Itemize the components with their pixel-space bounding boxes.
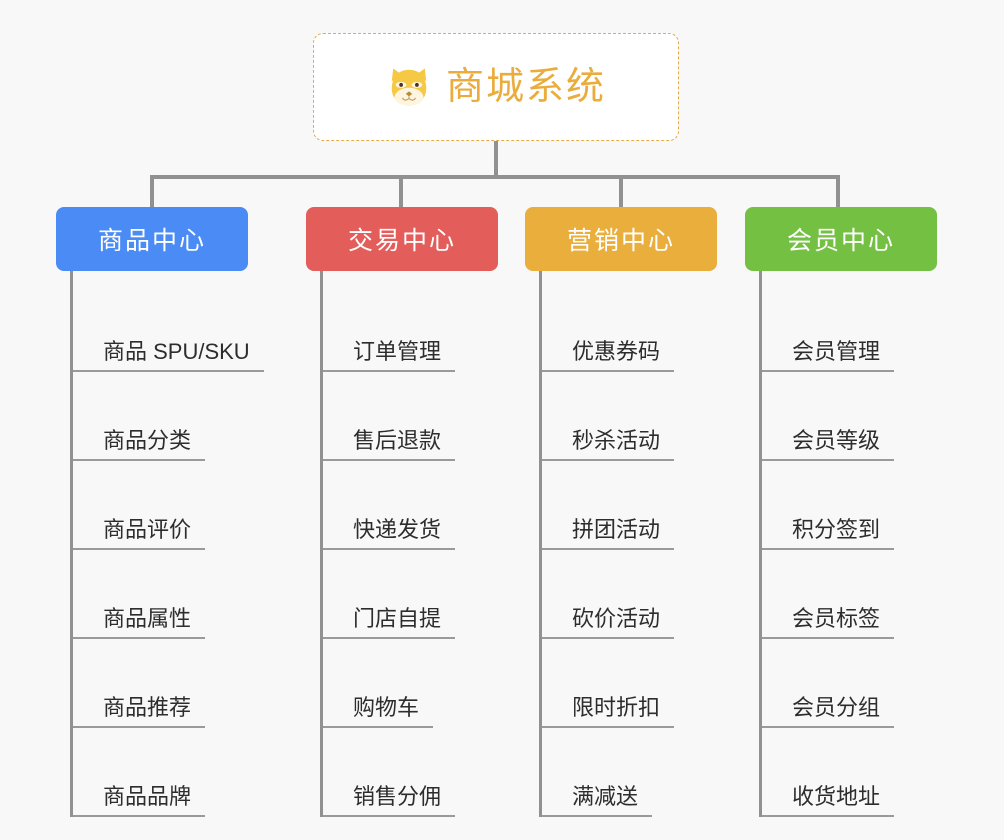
list-item[interactable]: 会员标签 <box>762 550 937 639</box>
list-item-label: 限时折扣 <box>542 695 675 728</box>
column-body-member-center: 会员管理 会员等级 积分签到 会员标签 会员分组 收货地址 <box>759 271 937 817</box>
column-header-product-center[interactable]: 商品中心 <box>56 207 248 271</box>
column-body-product-center: 商品 SPU/SKU 商品分类 商品评价 商品属性 商品推荐 商品品牌 <box>70 271 264 817</box>
column-product-center: 商品中心 商品 SPU/SKU 商品分类 商品评价 商品属性 商品推荐 商品品牌 <box>56 207 264 817</box>
list-item-label: 会员标签 <box>762 606 895 639</box>
list-item-label: 收货地址 <box>762 784 895 817</box>
column-header-label: 营销中心 <box>566 227 675 255</box>
connector-drop-trade-center <box>399 175 403 207</box>
list-item[interactable]: 商品 SPU/SKU <box>73 283 264 372</box>
root-node-mall-system[interactable]: 商城系统 <box>313 33 679 141</box>
list-item[interactable]: 销售分佣 <box>323 728 498 817</box>
list-item[interactable]: 积分签到 <box>762 461 937 550</box>
dog-face-icon <box>391 68 427 106</box>
column-header-label: 交易中心 <box>347 227 456 255</box>
list-item[interactable]: 门店自提 <box>323 550 498 639</box>
list-item[interactable]: 售后退款 <box>323 372 498 461</box>
list-item-label: 砍价活动 <box>542 606 675 639</box>
column-body-trade-center: 订单管理 售后退款 快递发货 门店自提 购物车 销售分佣 <box>320 271 498 817</box>
list-item-label: 购物车 <box>323 695 434 728</box>
list-item[interactable]: 商品推荐 <box>73 639 248 728</box>
list-item[interactable]: 秒杀活动 <box>542 372 717 461</box>
list-item-label: 商品推荐 <box>73 695 206 728</box>
list-item[interactable]: 商品评价 <box>73 461 248 550</box>
column-header-trade-center[interactable]: 交易中心 <box>306 207 498 271</box>
column-header-label: 商品中心 <box>97 227 206 255</box>
list-item[interactable]: 购物车 <box>323 639 498 728</box>
list-item[interactable]: 会员分组 <box>762 639 937 728</box>
list-item-label: 门店自提 <box>323 606 456 639</box>
column-member-center: 会员中心 会员管理 会员等级 积分签到 会员标签 会员分组 收货地址 <box>745 207 937 817</box>
connector-drop-product-center <box>150 175 154 207</box>
list-item-label: 商品评价 <box>73 517 206 550</box>
list-item[interactable]: 拼团活动 <box>542 461 717 550</box>
list-item[interactable]: 快递发货 <box>323 461 498 550</box>
connector-drop-marketing-center <box>619 175 623 207</box>
list-item[interactable]: 商品属性 <box>73 550 248 639</box>
list-item-label: 商品分类 <box>73 428 206 461</box>
connector-root-stem <box>494 141 498 178</box>
list-item[interactable]: 订单管理 <box>323 283 498 372</box>
list-item-label: 积分签到 <box>762 517 895 550</box>
list-item-label: 快递发货 <box>323 517 456 550</box>
list-item[interactable]: 满减送 <box>542 728 717 817</box>
list-item[interactable]: 限时折扣 <box>542 639 717 728</box>
list-item[interactable]: 商品品牌 <box>73 728 248 817</box>
list-item-label: 商品属性 <box>73 606 206 639</box>
list-item-label: 会员等级 <box>762 428 895 461</box>
list-item-label: 订单管理 <box>323 339 456 372</box>
column-marketing-center: 营销中心 优惠券码 秒杀活动 拼团活动 砍价活动 限时折扣 满减送 <box>525 207 717 817</box>
list-item-label: 商品品牌 <box>73 784 206 817</box>
list-item-label: 商品 SPU/SKU <box>73 339 264 372</box>
root-title: 商城系统 <box>445 66 606 108</box>
list-item-label: 会员管理 <box>762 339 895 372</box>
list-item-label: 销售分佣 <box>323 784 456 817</box>
list-item[interactable]: 收货地址 <box>762 728 937 817</box>
list-item-label: 秒杀活动 <box>542 428 675 461</box>
column-body-marketing-center: 优惠券码 秒杀活动 拼团活动 砍价活动 限时折扣 满减送 <box>539 271 717 817</box>
column-header-member-center[interactable]: 会员中心 <box>745 207 937 271</box>
connector-horizontal-bus <box>150 175 840 179</box>
list-item-label: 拼团活动 <box>542 517 675 550</box>
list-item[interactable]: 砍价活动 <box>542 550 717 639</box>
column-header-label: 会员中心 <box>786 227 895 255</box>
list-item-label: 优惠券码 <box>542 339 675 372</box>
list-item[interactable]: 会员管理 <box>762 283 937 372</box>
list-item[interactable]: 优惠券码 <box>542 283 717 372</box>
list-item-label: 会员分组 <box>762 695 895 728</box>
column-trade-center: 交易中心 订单管理 售后退款 快递发货 门店自提 购物车 销售分佣 <box>306 207 498 817</box>
column-header-marketing-center[interactable]: 营销中心 <box>525 207 717 271</box>
connector-drop-member-center <box>836 175 840 207</box>
list-item[interactable]: 会员等级 <box>762 372 937 461</box>
list-item-label: 满减送 <box>542 784 653 817</box>
list-item-label: 售后退款 <box>323 428 456 461</box>
list-item[interactable]: 商品分类 <box>73 372 248 461</box>
